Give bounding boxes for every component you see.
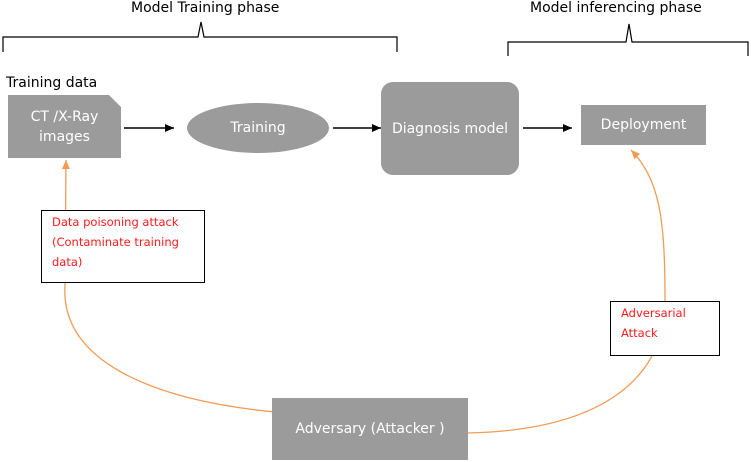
data-poisoning-attack-box: Data poisoning attack (Contaminate train…	[41, 210, 205, 283]
training-phase-label: Model Training phase	[131, 0, 280, 16]
diagnosis-model-node: Diagnosis model	[381, 82, 519, 175]
inferencing-phase-brace	[507, 23, 749, 56]
deployment-node: Deployment	[581, 105, 706, 145]
images-node: CT /X-Ray images	[8, 95, 121, 158]
arrow-data-poisoning	[61, 159, 276, 413]
adversary-label: Adversary (Attacker )	[295, 421, 445, 437]
diagnosis-model-label: Diagnosis model	[391, 120, 509, 137]
training-node-label: Training	[230, 120, 286, 136]
adversary-node: Adversary (Attacker )	[272, 398, 468, 460]
arrow-adversarial-attack	[467, 149, 666, 434]
adversarial-attack-box: Adversarial Attack	[610, 301, 720, 356]
images-document-shape	[8, 95, 121, 158]
training-phase-brace	[2, 21, 398, 52]
training-node: Training	[187, 103, 329, 153]
images-node-label: CT /X-Ray images	[30, 108, 99, 145]
training-data-label: Training data	[6, 75, 98, 91]
deployment-label: Deployment	[600, 117, 687, 133]
adversarial-attack-label: Adversarial Attack	[621, 306, 686, 340]
inferencing-phase-label: Model inferencing phase	[530, 0, 702, 16]
data-poisoning-attack-label: Data poisoning attack (Contaminate train…	[52, 215, 179, 269]
